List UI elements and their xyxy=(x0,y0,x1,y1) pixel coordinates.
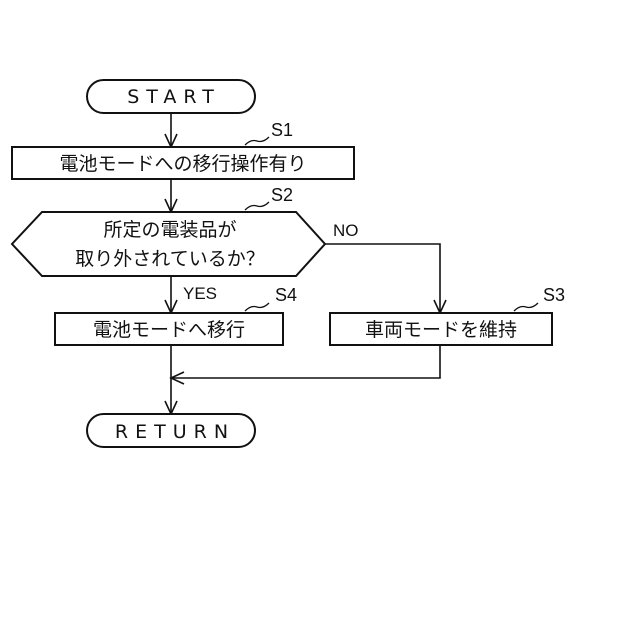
s2-leader xyxy=(245,202,269,210)
no-label: NO xyxy=(333,221,359,240)
process-s3: 車両モードを維持 S3 xyxy=(330,285,565,345)
s3-leader xyxy=(514,303,538,311)
start-label: START xyxy=(127,86,221,108)
decision-s2-line1: 所定の電装品が xyxy=(103,219,236,241)
s4-leader xyxy=(245,303,269,311)
decision-s2: 所定の電装品が 取り外されているか？ S2 xyxy=(12,185,325,276)
connector-s3-merge xyxy=(171,345,440,378)
start-terminal: START xyxy=(87,80,255,113)
s2-step-id: S2 xyxy=(271,185,293,205)
s1-leader xyxy=(245,137,269,145)
return-terminal: RETURN xyxy=(87,414,255,447)
process-s1: 電池モードへの移行操作有り S1 xyxy=(12,120,354,179)
decision-s2-line2: 取り外されているか？ xyxy=(75,248,264,270)
connector-no-s3 xyxy=(325,244,440,313)
process-s4-label: 電池モードへ移行 xyxy=(93,319,245,341)
yes-label: YES xyxy=(183,284,217,303)
s4-step-id: S4 xyxy=(275,285,297,305)
process-s4: 電池モードへ移行 S4 xyxy=(55,285,297,345)
s1-step-id: S1 xyxy=(271,120,293,140)
s3-step-id: S3 xyxy=(543,285,565,305)
return-label: RETURN xyxy=(115,421,235,443)
process-s3-label: 車両モードを維持 xyxy=(365,319,517,341)
process-s1-label: 電池モードへの移行操作有り xyxy=(59,153,306,175)
